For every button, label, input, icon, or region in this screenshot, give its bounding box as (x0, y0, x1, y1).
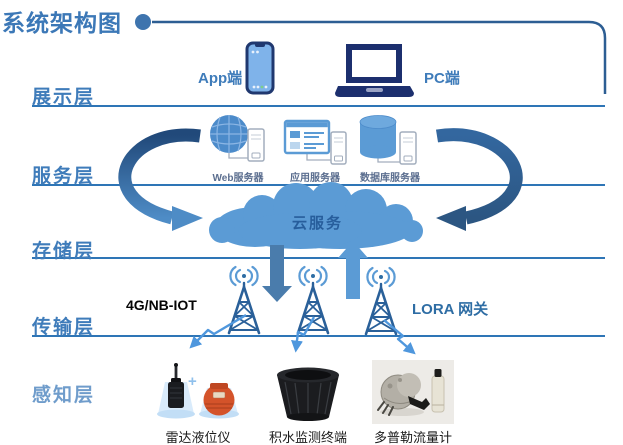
smartphone-icon (244, 41, 276, 102)
title-bullet-dot (135, 14, 151, 30)
database-server-icon (357, 112, 423, 175)
layer-label-transmission: 传输层 (32, 317, 96, 338)
up-arrow-icon (338, 241, 368, 299)
doppler-flowmeter-icon (372, 360, 454, 431)
layer-label-storage: 存储层 (32, 241, 96, 262)
lightning-arrow-icon (189, 313, 247, 349)
cycle-arrow-icon (118, 128, 523, 231)
frame-border-line (135, 14, 607, 94)
4g-nbiot-label: 4G/NB-IOT (126, 297, 197, 313)
globe-server-icon (208, 112, 272, 177)
app-terminal-label: App端 (198, 70, 243, 87)
radar-level-gauge-label: 雷达液位仪 (165, 430, 231, 445)
layer-label-presentation: 展示层 (32, 87, 96, 108)
lightning-arrow-icon (383, 319, 416, 355)
ponding-terminal-icon (270, 360, 346, 431)
lora-gateway-label: LORA 网关 (412, 301, 489, 318)
antenna-tower-icon (296, 265, 330, 335)
layer-label-sensing: 感知层 (32, 385, 96, 406)
down-arrow-icon (262, 245, 292, 302)
lightning-arrows (189, 313, 416, 355)
radar-level-gauge-icon (146, 360, 246, 431)
pc-terminal-label: PC端 (424, 70, 460, 87)
lightning-arrow-icon (291, 316, 316, 353)
laptop-icon (335, 43, 415, 104)
doppler-flowmeter-label: 多普勒流量计 (373, 430, 452, 445)
cloud-icon (209, 182, 423, 249)
app-server-label: 应用服务器 (290, 173, 340, 184)
layer-label-service: 服务层 (32, 166, 96, 187)
page-title: 系统架构图 (2, 10, 122, 36)
ponding-terminal-label: 积水监测终端 (268, 430, 347, 445)
web-server-label: Web服务器 (212, 173, 264, 184)
window-server-icon (283, 116, 349, 177)
plus-separator: + (188, 373, 197, 390)
antenna-tower-icon (364, 266, 398, 336)
cloud-service-label: 云服务 (292, 215, 344, 232)
db-server-label: 数据库服务器 (360, 173, 420, 184)
